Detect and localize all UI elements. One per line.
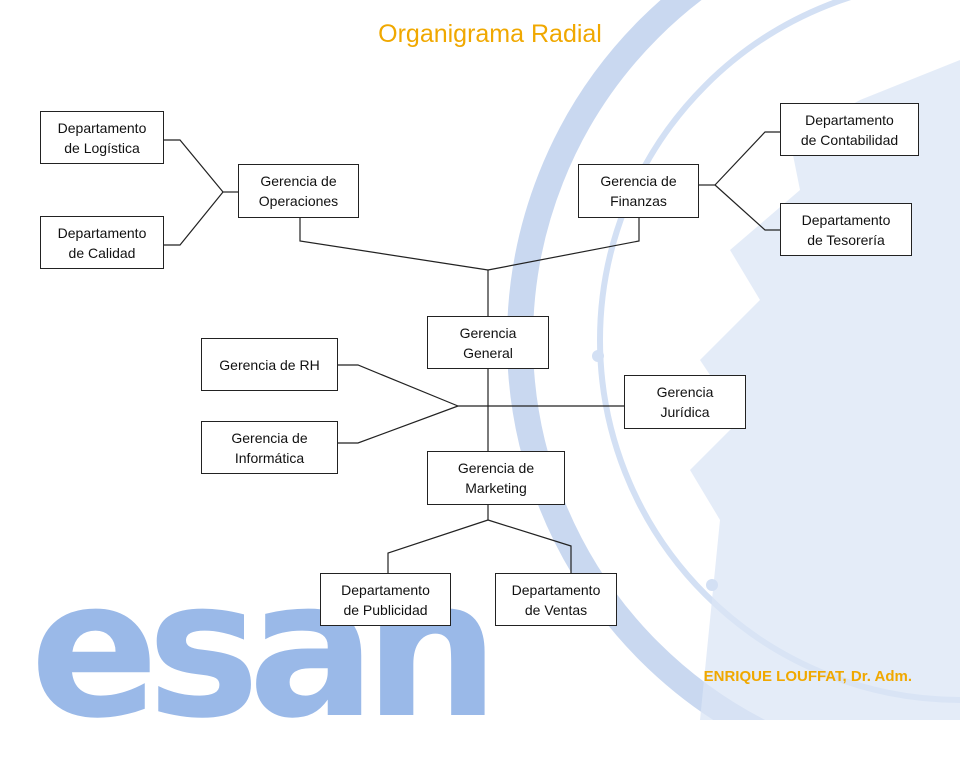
node-departamento-logistica: Departamento de Logística <box>40 111 164 164</box>
connector-lines <box>163 131 780 573</box>
link-operaciones <box>299 217 489 271</box>
node-gerencia-operaciones: Gerencia de Operaciones <box>238 164 359 218</box>
node-gerencia-informatica: Gerencia de Informática <box>201 421 338 474</box>
link-logistica <box>163 139 224 193</box>
node-gerencia-general: Gerencia General <box>427 316 549 369</box>
link-calidad <box>163 191 224 246</box>
link-tesoreria <box>714 184 780 231</box>
node-departamento-tesoreria: Departamento de Tesorería <box>780 203 912 256</box>
author-credit: ENRIQUE LOUFFAT, Dr. Adm. <box>703 668 912 685</box>
node-departamento-publicidad: Departamento de Publicidad <box>320 573 451 626</box>
link-publicidad <box>387 519 489 573</box>
node-gerencia-finanzas: Gerencia de Finanzas <box>578 164 699 218</box>
node-gerencia-juridica: Gerencia Jurídica <box>624 375 746 429</box>
node-gerencia-marketing: Gerencia de Marketing <box>427 451 565 505</box>
page-title: Organigrama Radial <box>378 20 602 48</box>
node-departamento-ventas: Departamento de Ventas <box>495 573 617 626</box>
link-finanzas <box>487 217 640 271</box>
node-departamento-calidad: Departamento de Calidad <box>40 216 164 269</box>
node-gerencia-rh: Gerencia de RH <box>201 338 338 391</box>
link-informatica <box>337 405 459 444</box>
link-contabilidad <box>714 131 780 186</box>
link-rh <box>337 364 459 407</box>
node-departamento-contabilidad: Departamento de Contabilidad <box>780 103 919 156</box>
link-ventas <box>487 519 572 573</box>
